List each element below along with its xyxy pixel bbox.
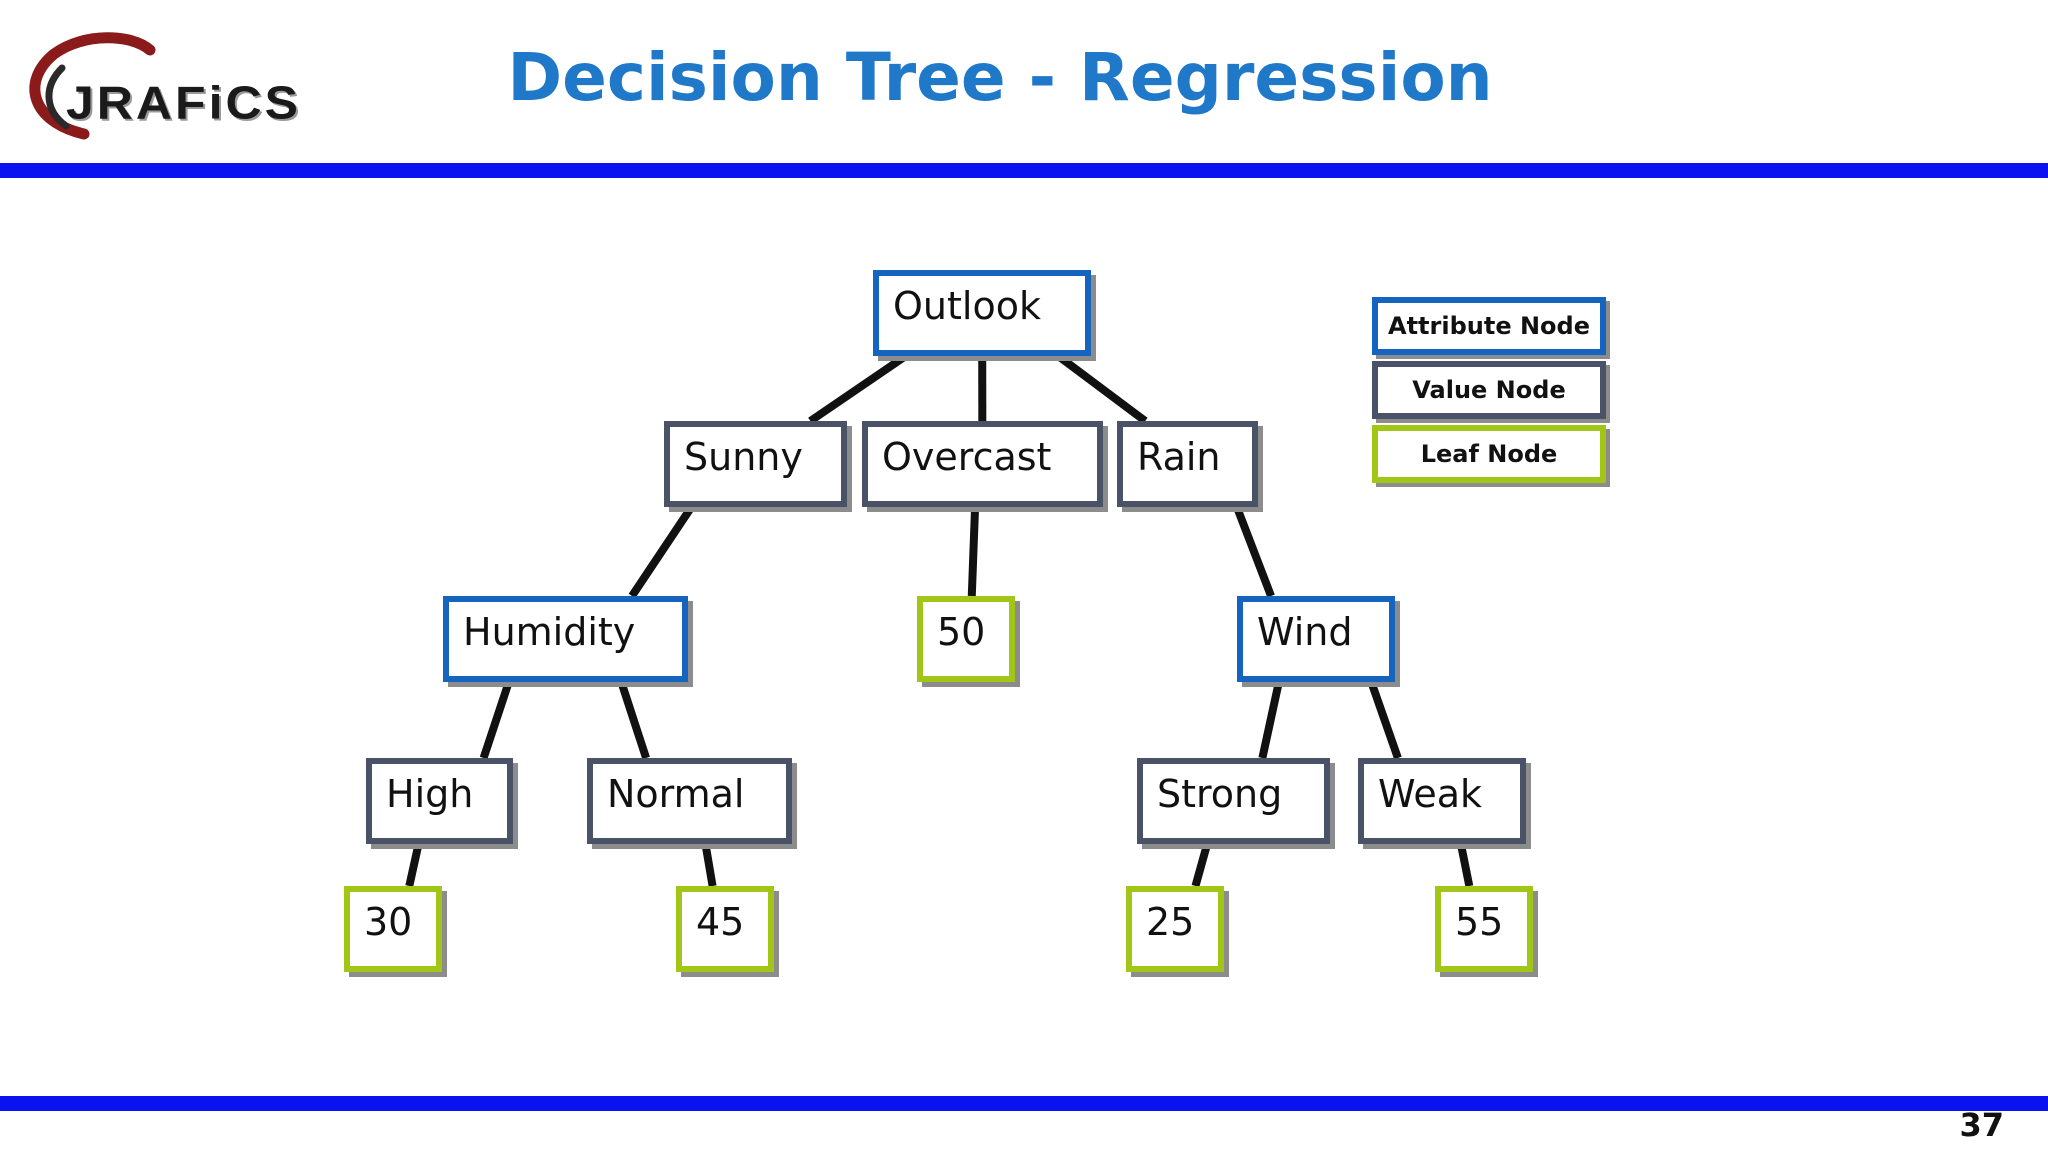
edge-wind-strong <box>1258 681 1283 759</box>
legend-leaf-node: Leaf Node <box>1372 425 1606 483</box>
edge-humidity-high <box>479 680 513 760</box>
edge-sunny-humidity <box>628 504 695 599</box>
edge-wind-weak <box>1367 680 1402 760</box>
value-node-high: High <box>366 758 513 844</box>
attribute-node-wind: Wind <box>1237 596 1395 682</box>
edge-weak-weak_leaf <box>1456 843 1474 887</box>
legend-value-node: Value Node <box>1372 361 1606 419</box>
leaf-node-high: 30 <box>344 886 442 972</box>
page-title: Decision Tree - Regression <box>507 39 1493 116</box>
edge-overcast-overcast_leaf <box>967 506 980 597</box>
edge-strong-strong_leaf <box>1191 842 1212 888</box>
edge-outlook-sunny <box>808 352 908 425</box>
value-node-rain: Rain <box>1117 421 1258 507</box>
logo-swoosh-icon <box>29 32 156 140</box>
leaf-node-strong: 25 <box>1126 886 1224 972</box>
value-node-normal: Normal <box>587 758 792 844</box>
logo-wordmark: JRAFiCS <box>66 77 301 129</box>
edge-rain-wind <box>1233 505 1275 598</box>
leaf-node-weak: 55 <box>1435 886 1533 972</box>
attribute-node-outlook: Outlook <box>873 270 1091 356</box>
edge-outlook-rain <box>1055 352 1148 425</box>
leaf-node-normal: 45 <box>676 886 774 972</box>
leaf-node-overcast: 50 <box>917 596 1015 682</box>
grafics-logo: JRAFiCS <box>14 30 384 150</box>
edge-normal-normal_leaf <box>701 843 717 887</box>
attribute-node-humidity: Humidity <box>443 596 688 682</box>
value-node-overcast: Overcast <box>862 421 1103 507</box>
value-node-weak: Weak <box>1358 758 1526 844</box>
footer-rule <box>0 1096 2048 1111</box>
edge-high-high_leaf <box>405 843 423 887</box>
value-node-sunny: Sunny <box>664 421 847 507</box>
edge-humidity-normal <box>617 680 650 760</box>
value-node-strong: Strong <box>1137 758 1330 844</box>
page-number: 37 <box>1959 1106 2004 1144</box>
header-rule <box>0 163 2048 178</box>
legend-attribute-node: Attribute Node <box>1372 297 1606 355</box>
